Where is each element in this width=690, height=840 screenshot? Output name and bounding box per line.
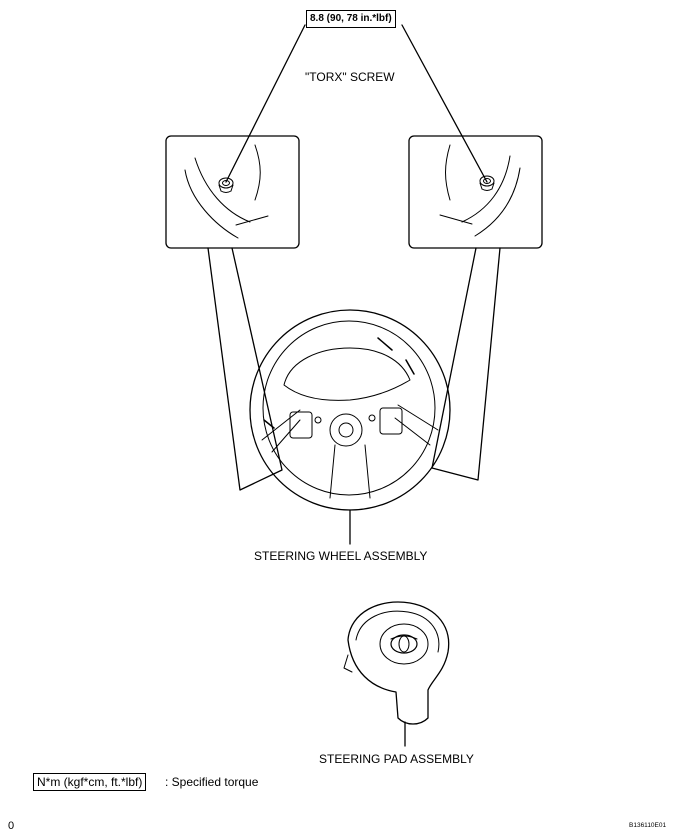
steering-wheel-label: STEERING WHEEL ASSEMBLY (254, 549, 428, 563)
torque-callout-box: 8.8 (90, 78 in.*lbf) (306, 10, 396, 28)
steering-pad-label: STEERING PAD ASSEMBLY (319, 752, 474, 766)
torx-screw-icon-right (479, 175, 495, 191)
page-mark: 0 (8, 820, 15, 832)
steering-wheel-icon (249, 309, 451, 545)
leader-line-right (401, 24, 488, 183)
figure-code: B136110E01 (629, 822, 667, 829)
detail-inset-right (408, 135, 543, 249)
steering-pad-icon (343, 601, 450, 747)
legend-description: : Specified torque (165, 775, 259, 789)
detail-inset-left (165, 135, 300, 249)
legend-unit-box: N*m (kgf*cm, ft.*lbf) (33, 773, 147, 791)
torx-screw-label: "TORX" SCREW (305, 70, 395, 84)
torx-screw-icon-left (218, 177, 234, 193)
callout-wedge-right (431, 247, 501, 481)
leader-line-left (225, 24, 306, 183)
callout-wedge-left (207, 247, 283, 491)
